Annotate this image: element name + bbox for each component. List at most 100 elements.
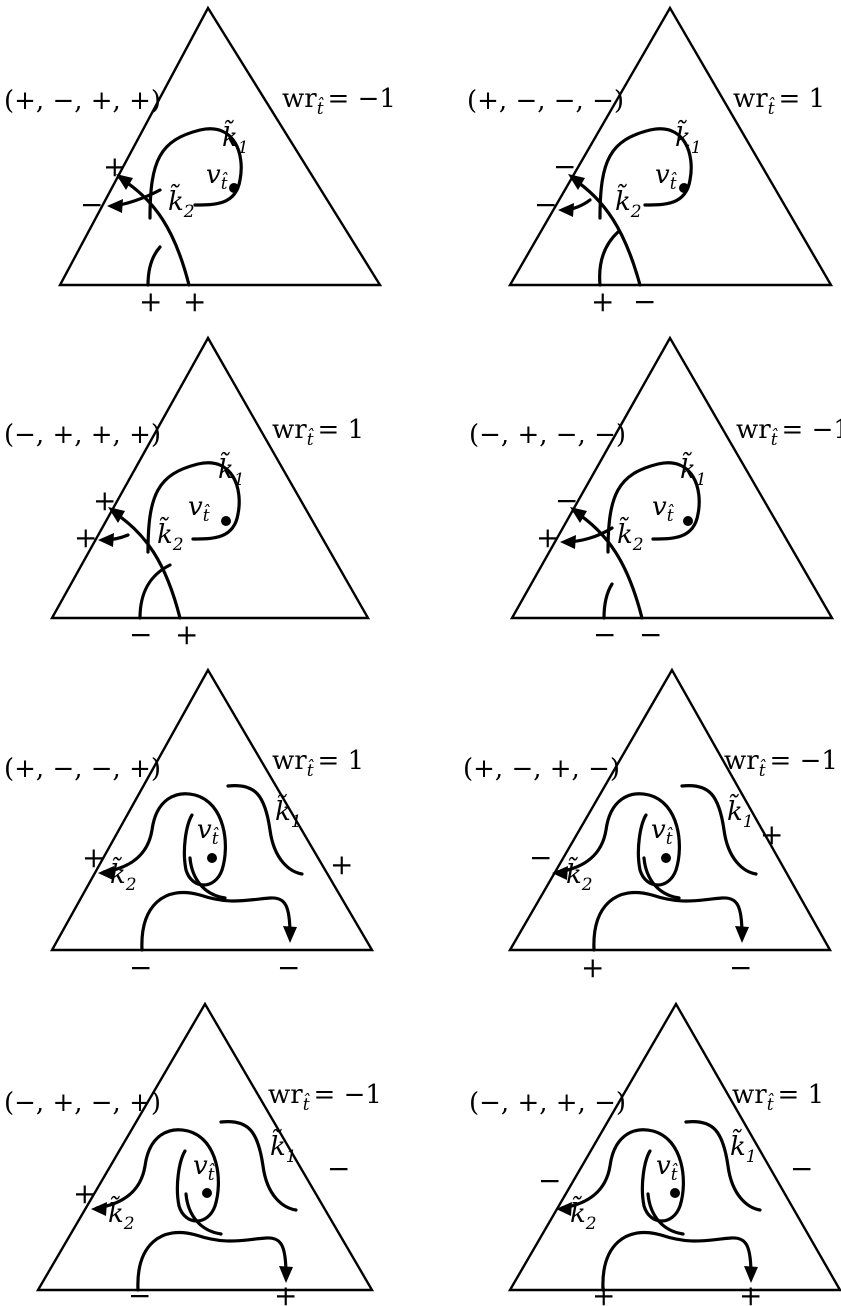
strand-k1 [598, 127, 693, 220]
k1-label: k̃1 [218, 451, 245, 490]
edge-sign-right: − [790, 1152, 813, 1185]
writhe-label: wrt̂= 1 [272, 415, 364, 450]
k1-label: k̃1 [730, 1128, 757, 1167]
strand-k1-lower [136, 1230, 288, 1292]
sign-tuple: (+, −, +, −) [463, 754, 620, 784]
k1-label: k̃1 [222, 119, 249, 158]
strand-lower-arrowhead [560, 535, 576, 549]
strand-k2-arrowhead [556, 1202, 572, 1216]
vertex-label: vt̂ [655, 160, 677, 194]
sign-tuple: (−, +, −, −) [469, 420, 626, 450]
edge-sign-bottom-right: − [633, 285, 656, 318]
strand-k1 [219, 1119, 298, 1212]
triangle-face [57, 5, 383, 287]
strand-k1 [146, 461, 241, 554]
writhe-label: wrt̂= 1 [272, 746, 364, 781]
writhe-label: wrt̂= −1 [724, 746, 838, 781]
edge-sign-bottom-left: + [591, 285, 614, 318]
k2-label: k̃2 [110, 856, 137, 895]
vertex-dot [683, 516, 693, 526]
strand-k2 [118, 176, 191, 287]
edge-sign-bottom-right: − [277, 951, 300, 984]
edge-sign-bottom-left: − [129, 618, 152, 651]
triangle-face [49, 335, 371, 620]
panel-2: (+, −, −, −) wrt̂= 1 k̃1 k̃2 vt̂ − − + − [467, 5, 834, 318]
strand-k2 [110, 509, 182, 620]
strand-lower-arrowhead [558, 203, 574, 217]
edge-sign-left: + [82, 841, 105, 874]
vertex-label: vt̂ [651, 815, 673, 849]
edge-sign-bottom-left: + [592, 1279, 615, 1306]
edge-sign-left-lower: + [74, 521, 97, 554]
strand-k1-tail [642, 856, 681, 900]
k2-label: k̃2 [615, 183, 642, 222]
strand-k2-arrowhead [98, 866, 114, 880]
triangle-face [509, 335, 835, 620]
edge-sign-bottom-left: + [139, 285, 162, 318]
strand-k1 [684, 1119, 762, 1212]
strand-k1-tail [184, 1192, 223, 1236]
strand-k1-lower [140, 890, 292, 952]
sign-tuple: (−, +, +, +) [4, 420, 161, 450]
edge-sign-bottom-left: − [129, 951, 152, 984]
strand-k2 [570, 176, 642, 287]
edge-sign-right: − [327, 1152, 350, 1185]
writhe-label: wrt̂= −1 [282, 84, 396, 119]
edge-sign-right: + [330, 848, 353, 881]
vertex-dot [207, 853, 217, 863]
vertex-label: vt̂ [206, 160, 228, 194]
strand-k1 [680, 783, 758, 876]
edge-sign-left: − [529, 841, 552, 874]
sign-tuple: (+, −, −, −) [467, 86, 624, 116]
edge-sign-left-lower: + [536, 521, 559, 554]
strand-k2-arrowhead [108, 507, 125, 523]
strand-k2-arrowhead [91, 1202, 107, 1216]
edge-sign-left-upper: − [553, 150, 576, 183]
strand-lower-arrowhead [107, 199, 123, 213]
panel-4: (−, +, −, −) wrt̂= −1 k̃1 k̃2 vt̂ − + − … [469, 335, 841, 651]
edge-sign-left-upper: − [555, 484, 578, 517]
panel-3: (−, +, +, +) wrt̂= 1 k̃1 k̃2 vt̂ + + − + [4, 335, 371, 651]
writhe-label: wrt̂= 1 [732, 1080, 824, 1115]
strand-k1 [226, 783, 304, 876]
vertex-label: vt̂ [656, 1151, 678, 1185]
strand-k2 [95, 1128, 220, 1223]
strand-k2-arrowhead [570, 507, 587, 523]
strand-k2 [102, 792, 227, 887]
sign-tuple: (−, +, +, −) [469, 1088, 626, 1118]
k1-label: k̃1 [270, 1128, 297, 1167]
edge-sign-bottom-right: + [175, 618, 198, 651]
edge-sign-bottom-left: − [128, 1279, 151, 1306]
edge-sign-left-lower: − [80, 188, 103, 221]
edge-sign-bottom-right: − [729, 951, 752, 984]
writhe-label: wrt̂= 1 [733, 84, 825, 119]
panel-7: (−, +, −, +) wrt̂= −1 k̃1 k̃2 vt̂ + − − … [4, 1001, 382, 1306]
strand-k2-arrowhead [116, 174, 133, 190]
strand-k1-arrowhead [744, 1266, 758, 1283]
edge-sign-left-upper: + [93, 484, 116, 517]
edge-sign-bottom-right: + [274, 1279, 297, 1306]
triangle-face [35, 1001, 375, 1292]
strand-bottom-stub [138, 563, 172, 620]
triangle-face [507, 667, 833, 952]
edge-sign-bottom-right: + [183, 285, 206, 318]
strand-k2-arrowhead [552, 866, 568, 880]
sign-tuple: (+, −, +, +) [4, 86, 161, 116]
strand-k1-lower [592, 890, 744, 952]
edge-sign-bottom-left: + [581, 951, 604, 984]
strand-k1-tail [188, 856, 227, 900]
edge-sign-bottom-right: + [739, 1279, 762, 1306]
k1-label: k̃1 [727, 793, 754, 832]
vertex-label: vt̂ [193, 1151, 215, 1185]
sign-tuple: (−, +, −, +) [4, 1088, 161, 1118]
edge-sign-left: − [538, 1164, 561, 1197]
edge-sign-left-upper: + [103, 150, 126, 183]
edge-sign-left: + [73, 1177, 96, 1210]
edge-sign-bottom-left: − [593, 618, 616, 651]
edge-sign-bottom-right: − [639, 618, 662, 651]
vertex-dot [661, 853, 671, 863]
strand-lower-arrowhead [98, 533, 114, 547]
strand-bottom-stub [598, 230, 620, 287]
panel-6: (+, −, +, −) wrt̂= −1 k̃1 k̃2 vt̂ − + + … [463, 667, 838, 984]
strand-k1-lower [601, 1230, 753, 1292]
